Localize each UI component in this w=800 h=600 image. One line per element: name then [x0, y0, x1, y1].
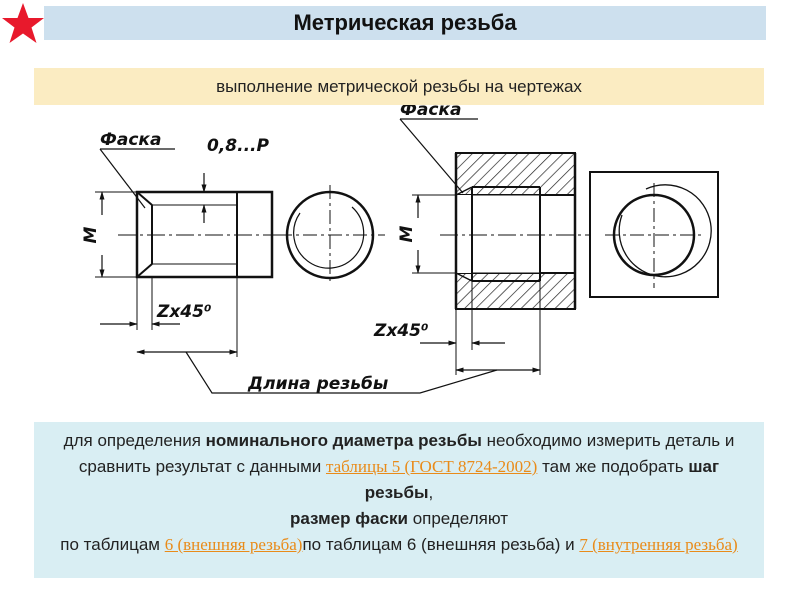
- link-table-7[interactable]: 7 (внутренняя резьба): [579, 535, 738, 554]
- pitch-label: 0,8...P: [207, 136, 269, 156]
- chamfer-label-right: Фаска: [400, 105, 461, 120]
- subtitle-text: выполнение метрической резьбы на чертежа…: [216, 76, 582, 96]
- external-thread-end-view: [278, 185, 385, 285]
- info-text: по таблицам: [60, 535, 165, 554]
- thread-length-leader: [185, 351, 498, 394]
- thread-length-label: Длина резьбы: [247, 374, 388, 394]
- thread-drawing: Фаска Фаска 0,8...P M M Zx45⁰ Zx45⁰ Длин…: [81, 105, 719, 394]
- internal-thread-end-view: [589, 171, 719, 298]
- title-bar: Метрическая резьба: [44, 6, 766, 40]
- link-table-6[interactable]: 6 (внешняя резьба): [164, 535, 303, 554]
- subtitle-bar: выполнение метрической резьбы на чертежа…: [34, 68, 764, 105]
- info-text: определяют: [407, 509, 508, 528]
- diameter-label-left: M: [81, 226, 101, 243]
- external-thread-side-view: [95, 148, 290, 357]
- star-icon: [2, 3, 44, 43]
- info-bold-chamfer-size: размер фаски: [290, 509, 408, 528]
- diameter-label-right: M: [397, 225, 417, 242]
- info-text: для определения: [63, 431, 206, 450]
- internal-thread-section: [399, 118, 590, 375]
- chamfer-size-label-right: Zx45⁰: [373, 321, 429, 341]
- chamfer-size-label-left: Zx45⁰: [156, 302, 212, 322]
- link-table-5[interactable]: таблицы 5 (ГОСТ 8724-2002): [325, 457, 538, 476]
- info-text: там же подобрать: [537, 457, 689, 476]
- page-title: Метрическая резьба: [293, 10, 517, 35]
- info-text: ,: [428, 483, 434, 502]
- info-bold-nominal-diameter: номинального диаметра резьбы: [205, 431, 482, 450]
- info-box: для определения номинального диаметра ре…: [34, 422, 764, 578]
- info-text: по таблицам 6 (внешняя резьба) и: [302, 535, 580, 554]
- info-bold-thread-pitch: шаг резьбы: [364, 457, 720, 502]
- info-text: необходимо измерить деталь и сравнить ре…: [78, 431, 735, 476]
- chamfer-label-left: Фаска: [100, 130, 161, 150]
